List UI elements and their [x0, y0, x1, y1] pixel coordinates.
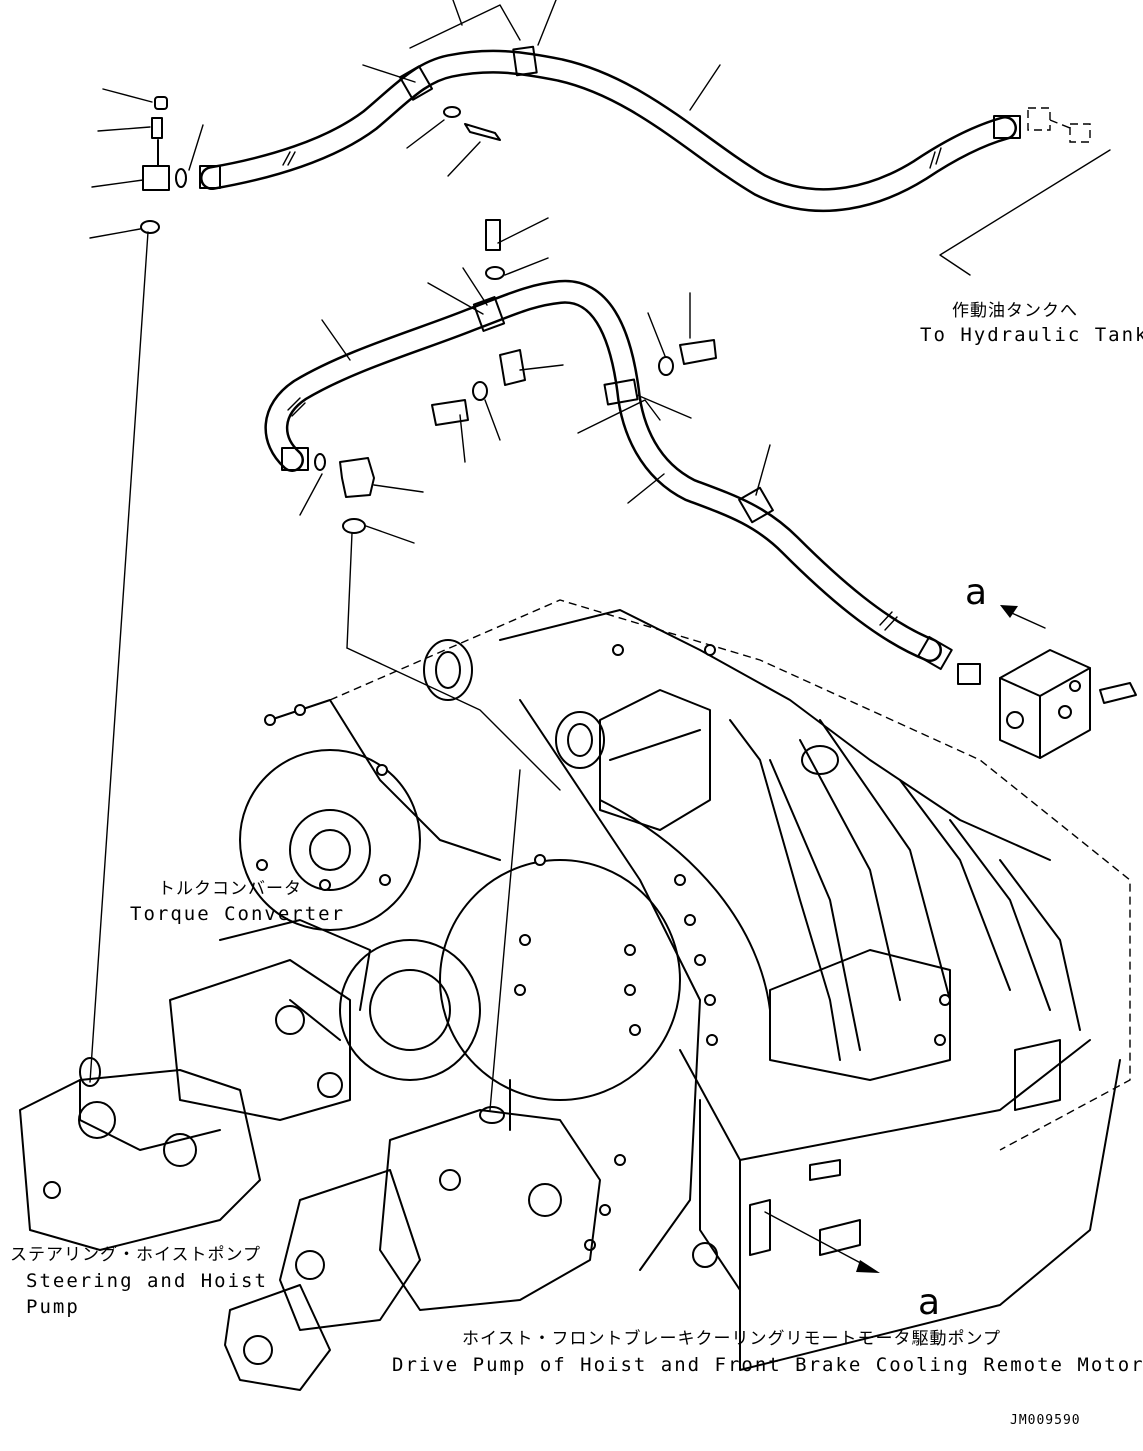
view-a-label-bottom: a — [918, 1282, 941, 1323]
steering-hoist-pump — [19, 919, 371, 1251]
left-fittings — [89, 0, 1111, 1083]
upper-hose — [199, 45, 1091, 213]
steering-hoist-pump-label-en-1: Steering and Hoist — [26, 1270, 268, 1292]
bolt-heads — [256, 644, 951, 1251]
view-a-arrow — [764, 1211, 880, 1273]
transmission-body — [239, 599, 1131, 1371]
steering-hoist-pump-label-en-2: Pump — [26, 1296, 80, 1318]
drive-pump-label-en: Drive Pump of Hoist and Front Brake Cool… — [392, 1354, 1143, 1376]
view-a-label-top: a — [965, 572, 988, 613]
middle-hose — [264, 217, 953, 791]
valve-block — [957, 605, 1137, 759]
hydraulic-tank-label-en: To Hydraulic Tank — [920, 324, 1143, 346]
torque-converter-label-jp: トルクコンバータ — [158, 879, 302, 899]
hydraulic-tank-label-jp: 作動油タンクへ — [952, 301, 1078, 321]
steering-hoist-pump-label-jp: ステアリング・ホイストポンプ — [10, 1245, 261, 1265]
torque-converter-label-en: Torque Converter — [130, 903, 346, 925]
drive-pump — [224, 769, 601, 1391]
drawing-number: JM009590 — [1010, 1413, 1081, 1428]
drive-pump-label-jp: ホイスト・フロントブレーキクーリングリモートモータ駆動ポンプ — [462, 1329, 1001, 1349]
